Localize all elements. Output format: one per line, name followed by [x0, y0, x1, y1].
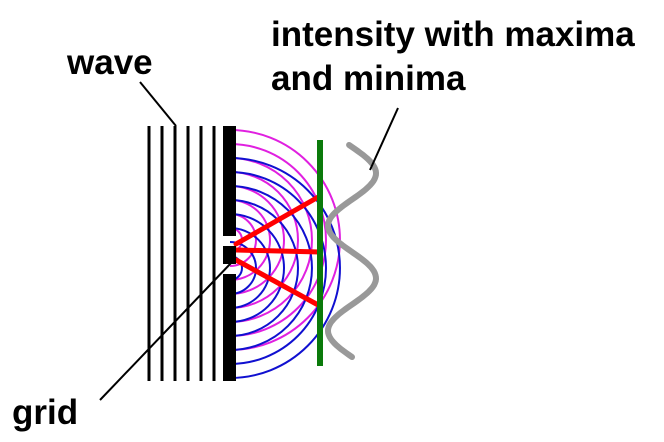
wave-arc	[229, 227, 271, 309]
interference-rays	[233, 193, 323, 309]
ray-to-upper-maximum	[233, 193, 323, 247]
wave-arc	[229, 171, 327, 365]
wave-arc	[229, 199, 299, 337]
slit-barrier	[223, 126, 236, 381]
barrier-bottom-segment	[223, 274, 236, 381]
wave-arc	[229, 143, 327, 337]
incoming-wavefronts	[147, 126, 216, 381]
wave-arc	[229, 157, 341, 379]
intensity-pointer-line	[369, 107, 399, 171]
ray-to-center-maximum	[233, 247, 323, 255]
barrier-middle-segment	[223, 246, 236, 264]
wave-arc	[229, 185, 313, 351]
wave-arc	[229, 241, 257, 295]
wave-arc	[229, 213, 285, 323]
intensity-curve	[324, 142, 380, 360]
ray-to-lower-maximum	[233, 257, 323, 309]
grid-label: grid	[12, 393, 78, 432]
wave-label: wave	[66, 43, 153, 82]
wave-arc	[229, 185, 285, 295]
wave-pointer-line	[139, 81, 177, 127]
intensity-label-line2: and minima	[271, 59, 466, 98]
wave-arc	[229, 171, 299, 309]
grid-pointer-line	[99, 261, 233, 401]
diffracted-waves	[229, 129, 341, 379]
wave-arc	[229, 199, 271, 281]
barrier-top-segment	[223, 126, 236, 236]
wave-arc	[229, 157, 313, 323]
intensity-label-line1: intensity with maxima	[271, 15, 635, 54]
